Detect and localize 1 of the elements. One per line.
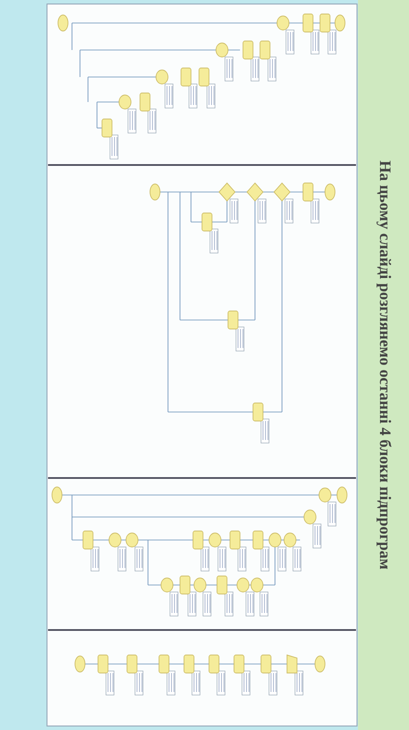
slide-title: На цьому слайді розглянемо останні 4 блоки підпрограм	[375, 160, 394, 572]
